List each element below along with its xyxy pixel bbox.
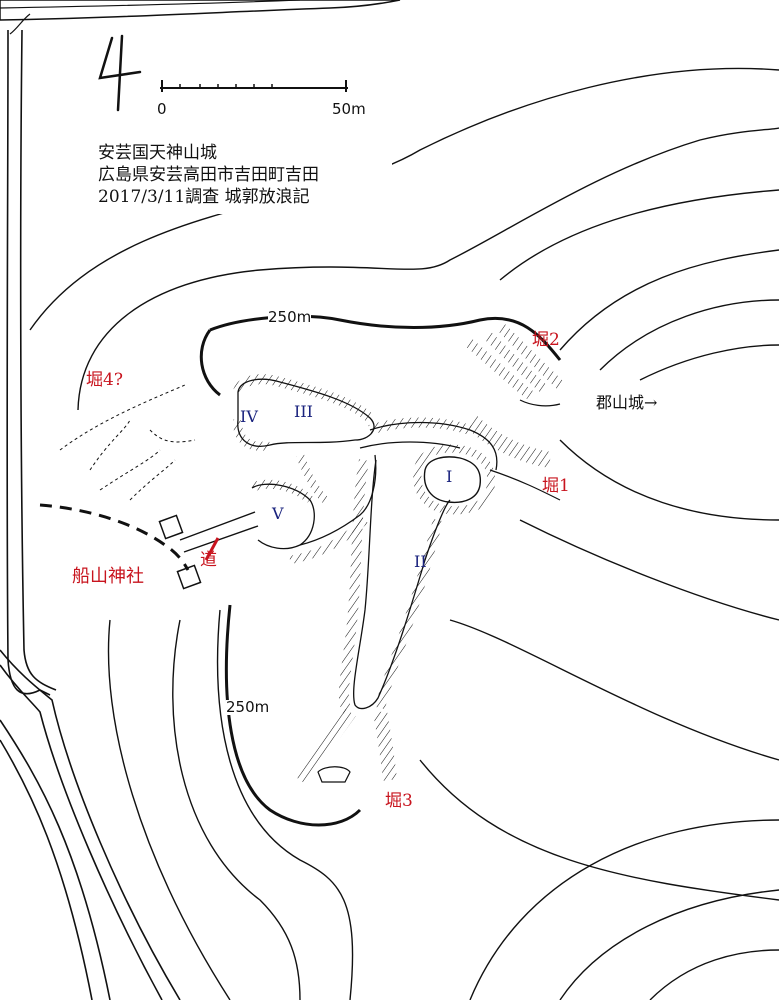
enclosure-iv-iii — [233, 374, 375, 451]
info-survey: 2017/3/11調査 城郭放浪記 — [98, 187, 310, 207]
moat-3 — [294, 707, 397, 785]
road-label: 道 — [200, 550, 217, 570]
enclosure-v-label: V — [272, 504, 284, 523]
enclosure-i-label: I — [446, 467, 453, 486]
info-title: 安芸国天神山城 — [98, 143, 217, 163]
path-to-shrine — [179, 511, 259, 561]
moat-1-slope — [464, 414, 561, 501]
shrine-label: 船山神社 — [72, 566, 144, 587]
enclosure-i — [413, 444, 496, 515]
info-location: 広島県安芸高田市吉田町吉田 — [98, 165, 319, 185]
moat-1-label: 堀1 — [542, 476, 570, 496]
river — [0, 0, 401, 35]
contour-label-lower: 250m — [226, 698, 270, 716]
enclosure-ii-label: II — [414, 552, 427, 571]
shrine-buildings — [158, 514, 202, 590]
enclosure-iii-label: III — [294, 402, 313, 421]
moat-2-label: 堀2 — [532, 330, 560, 350]
roads — [0, 29, 181, 1000]
north-arrow — [98, 34, 142, 112]
direction-label: 郡山城→ — [596, 393, 658, 412]
moat-3-marker — [317, 766, 351, 783]
moat-4-label: 堀4? — [86, 370, 123, 390]
dashed-trail — [39, 503, 190, 571]
contour-label-upper: 250m — [268, 308, 312, 326]
scale-bar — [160, 80, 348, 92]
scale-start-label: 0 — [157, 100, 167, 118]
info-box: 安芸国天神山城 広島県安芸高田市吉田町吉田 2017/3/11調査 城郭放浪記 — [92, 142, 392, 214]
enclosure-v — [249, 453, 377, 564]
moat-4-area — [59, 384, 196, 501]
enclosure-ii — [338, 459, 451, 715]
scale-end-label: 50m — [332, 100, 366, 118]
moat-2-trenches — [464, 322, 564, 407]
enclosure-iv-label: IV — [240, 407, 258, 426]
contour-lines — [29, 67, 779, 1000]
moat-3-label: 堀3 — [385, 791, 413, 811]
